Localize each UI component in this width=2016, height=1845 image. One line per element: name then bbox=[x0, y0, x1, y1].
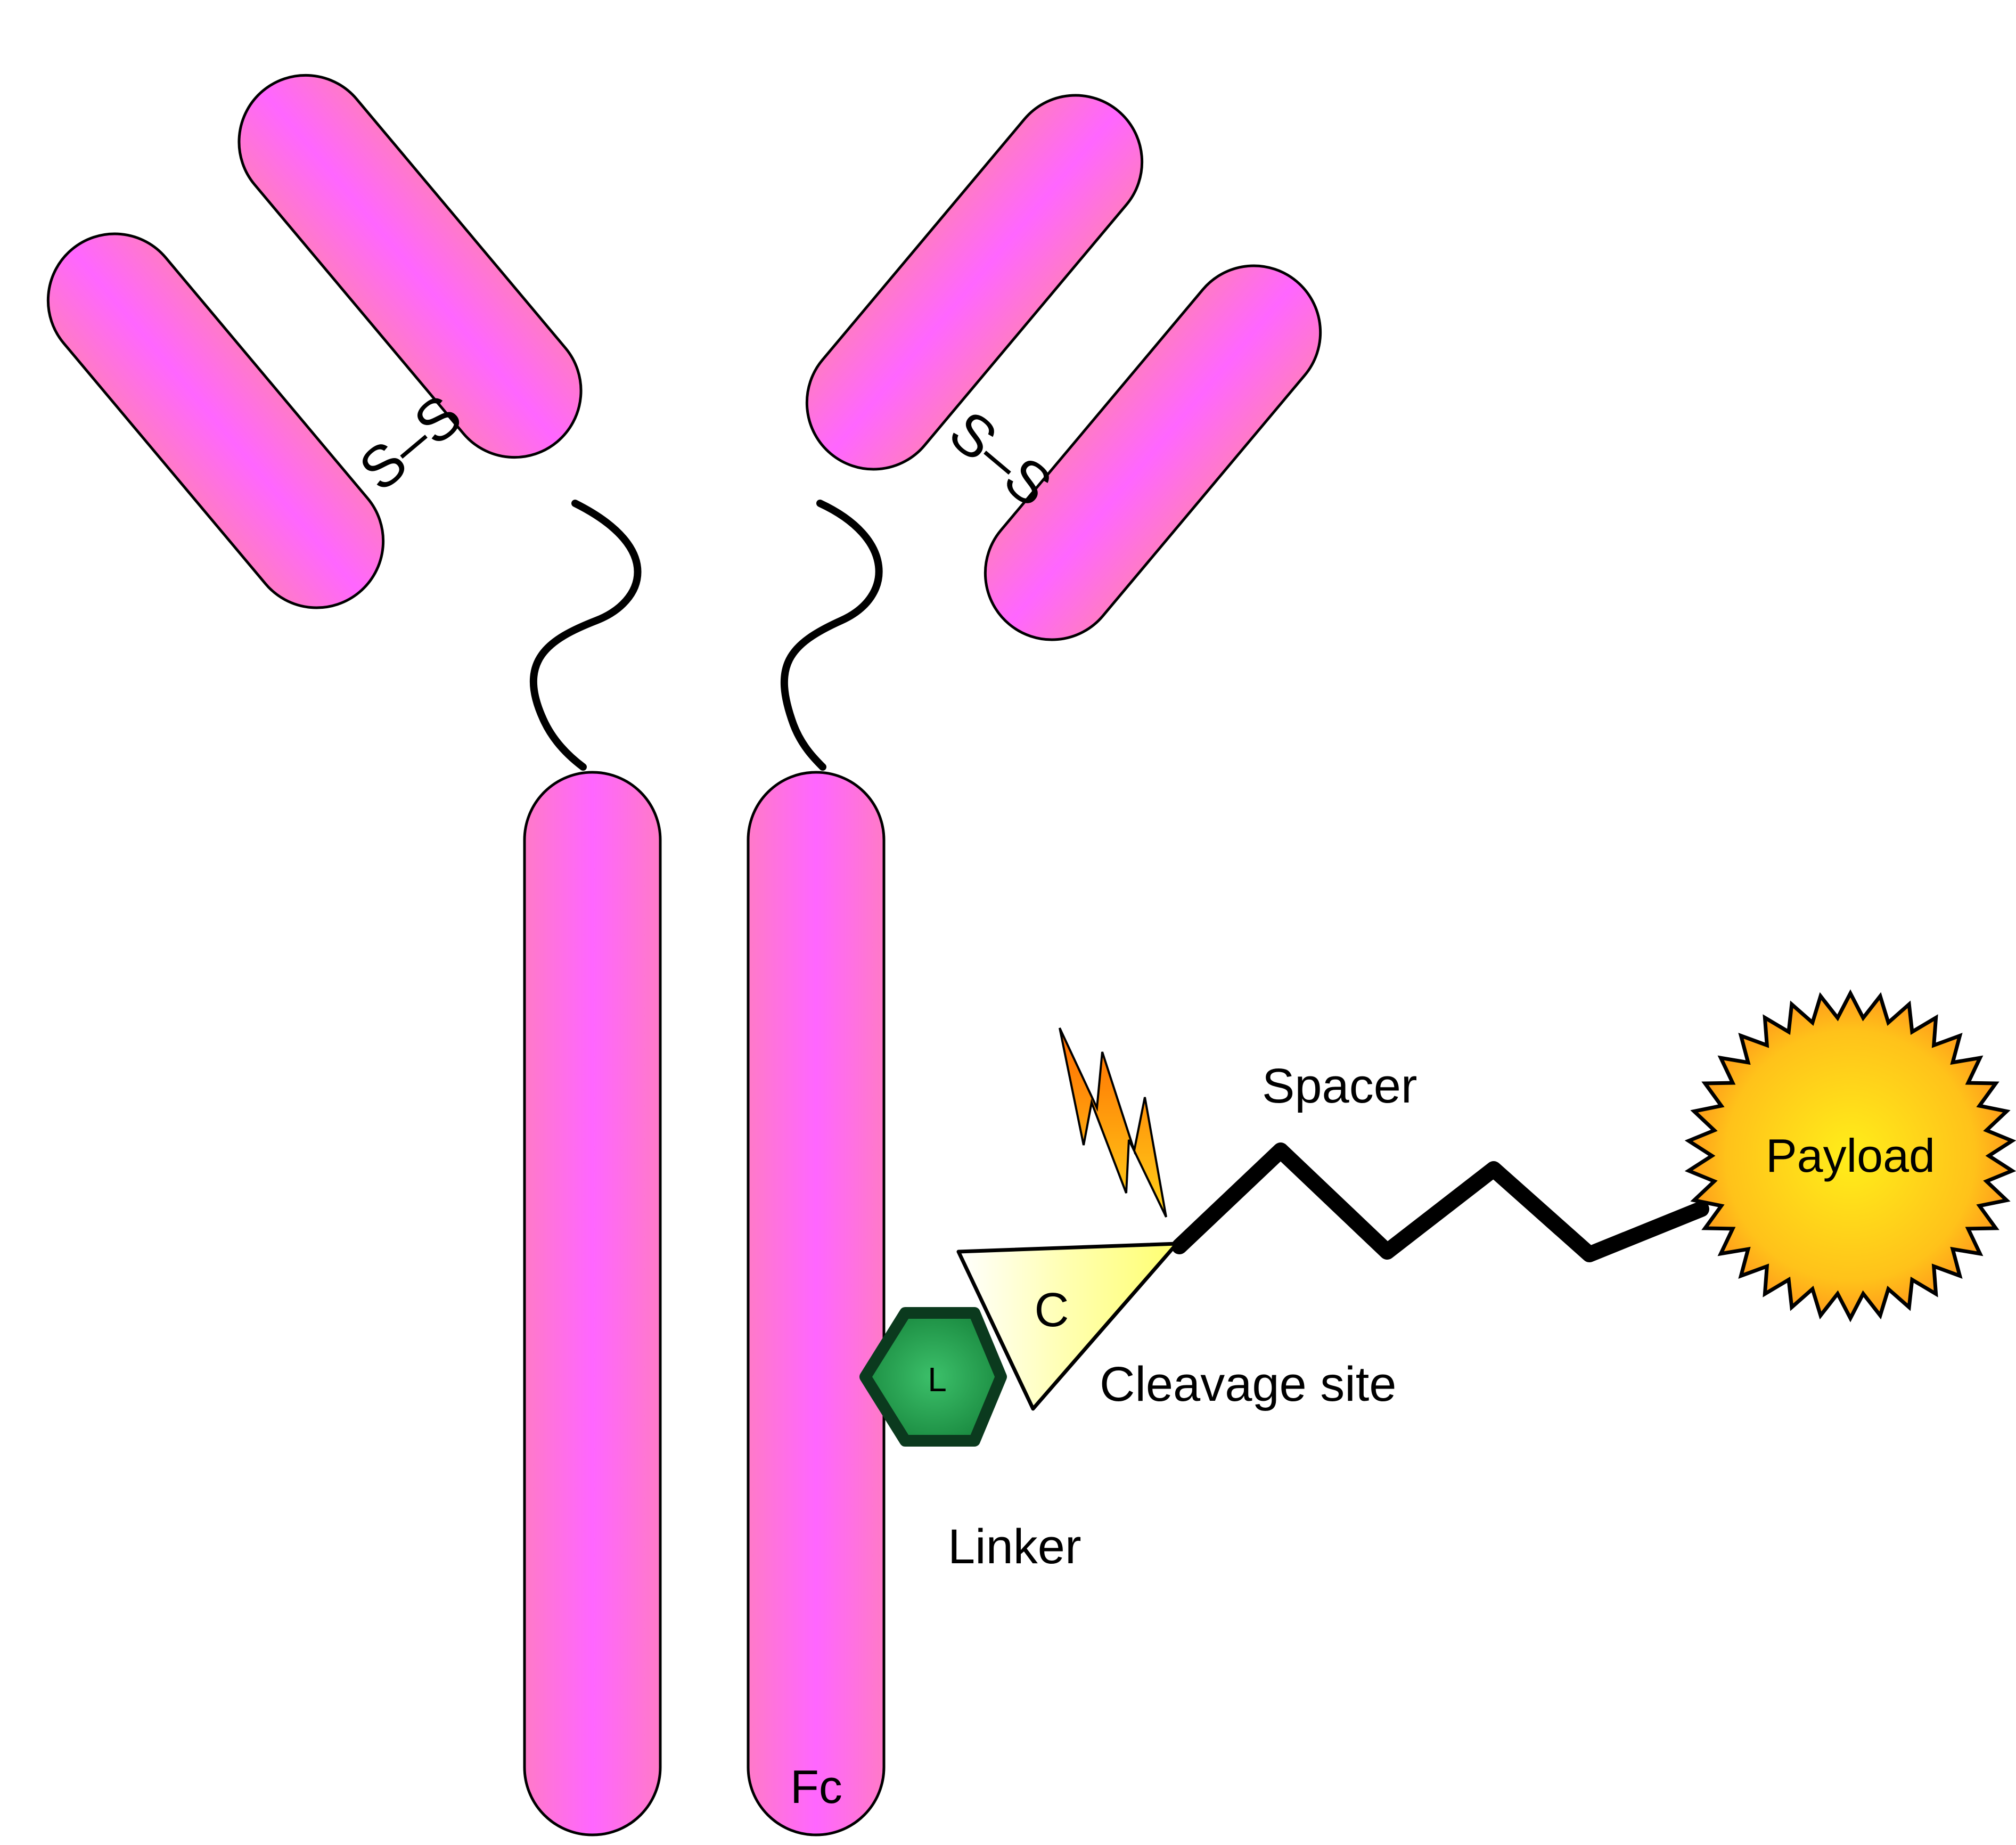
light-chain-left-outer bbox=[46, 232, 385, 609]
heavy-chain-right-fab bbox=[805, 94, 1144, 471]
fc-label: Fc bbox=[790, 1760, 842, 1813]
light-chain-right-outer bbox=[984, 264, 1322, 641]
heavy-chain-left-fc bbox=[523, 771, 662, 1836]
cleavage-symbol: C bbox=[1035, 1284, 1069, 1337]
lightning-bolt-icon bbox=[1059, 1027, 1167, 1218]
linker-label: Linker bbox=[948, 1520, 1081, 1574]
heavy-chain-right-fc bbox=[747, 771, 886, 1836]
linker-symbol: L bbox=[928, 1360, 947, 1399]
linker-hexagon bbox=[859, 1307, 1007, 1447]
payload-starburst bbox=[1684, 989, 2016, 1322]
payload-label: Payload bbox=[1766, 1129, 1935, 1182]
spacer-chain bbox=[1171, 1142, 1709, 1262]
hinge-left bbox=[530, 500, 642, 771]
hinge-right bbox=[780, 500, 883, 771]
heavy-chain-left-fab bbox=[237, 74, 583, 459]
spacer-label: Spacer bbox=[1262, 1059, 1417, 1113]
cleavage-site-triangle bbox=[956, 1242, 1179, 1411]
cleavage-site-label: Cleavage site bbox=[1100, 1357, 1396, 1411]
